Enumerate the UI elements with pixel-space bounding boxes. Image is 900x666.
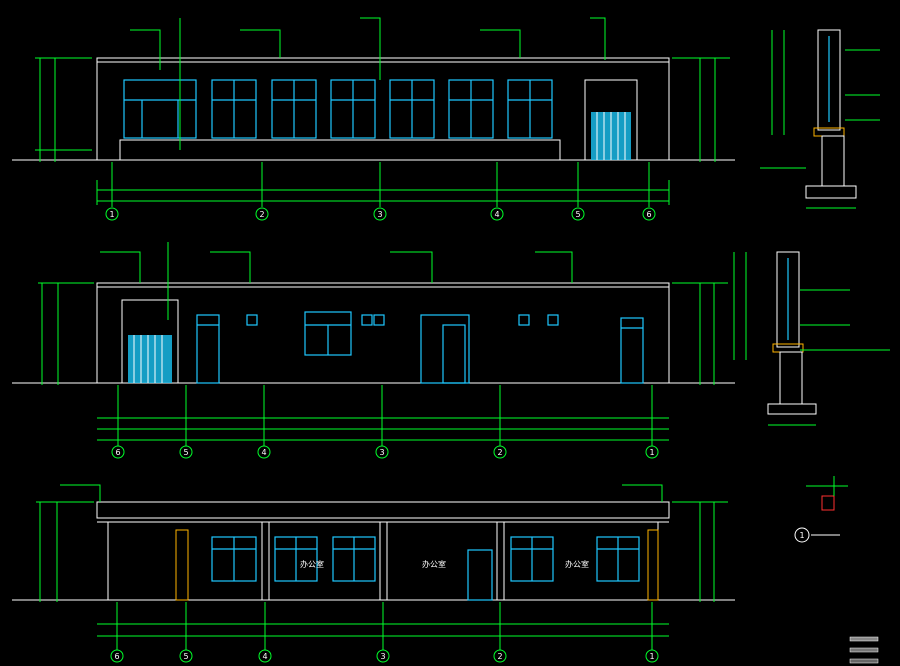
axis-label: 6 bbox=[115, 448, 120, 457]
section-roof bbox=[96, 501, 670, 519]
axis-label: 2 bbox=[497, 652, 502, 661]
axis-label: 5 bbox=[183, 652, 188, 661]
wall-detail-2 bbox=[733, 251, 890, 426]
elevation-1: 1 2 3 4 5 6 bbox=[12, 17, 735, 221]
axis-label: 3 bbox=[380, 652, 385, 661]
elevation-2-openings bbox=[196, 311, 644, 384]
axis-label: 4 bbox=[261, 448, 266, 457]
axis-label: 2 bbox=[259, 210, 264, 219]
elevation-1-windows bbox=[123, 79, 553, 139]
axis-label: 3 bbox=[377, 210, 382, 219]
room-label: 办公室 bbox=[422, 559, 446, 569]
axis-label: 2 bbox=[497, 448, 502, 457]
room-label: 办公室 bbox=[565, 559, 589, 569]
axis-label: 5 bbox=[183, 448, 188, 457]
section-windows bbox=[211, 536, 640, 601]
section-1: 办公室 办公室 办公室 6 5 4 bbox=[12, 484, 735, 663]
elevation-2-wall bbox=[96, 282, 670, 384]
detail-bubble-label: 1 bbox=[799, 531, 804, 540]
elevation-1-gate bbox=[584, 79, 638, 161]
axis-label: 6 bbox=[114, 652, 119, 661]
wall-detail-1 bbox=[760, 29, 880, 209]
axis-label: 4 bbox=[262, 652, 267, 661]
axis-label: 1 bbox=[649, 448, 654, 457]
axis-label: 4 bbox=[494, 210, 499, 219]
section-axis-bubbles: 6 5 4 3 2 1 bbox=[110, 602, 659, 663]
elevation-2-axis-bubbles: 6 5 4 3 2 1 bbox=[111, 385, 659, 459]
axis-label: 1 bbox=[109, 210, 114, 219]
axis-label: 5 bbox=[575, 210, 580, 219]
room-label: 办公室 bbox=[300, 559, 324, 569]
section-columns bbox=[175, 521, 659, 601]
axis-label: 1 bbox=[649, 652, 654, 661]
elevation-2-gate bbox=[121, 299, 179, 384]
elevation-2: 6 5 4 3 2 1 bbox=[12, 242, 735, 459]
axis-label: 3 bbox=[379, 448, 384, 457]
elevation-1-wall bbox=[96, 57, 670, 161]
axis-label: 6 bbox=[646, 210, 651, 219]
legend bbox=[849, 636, 879, 664]
detail-marker: 1 bbox=[794, 476, 848, 543]
elevation-1-axis-bubbles: 1 2 3 4 5 6 bbox=[105, 162, 656, 221]
